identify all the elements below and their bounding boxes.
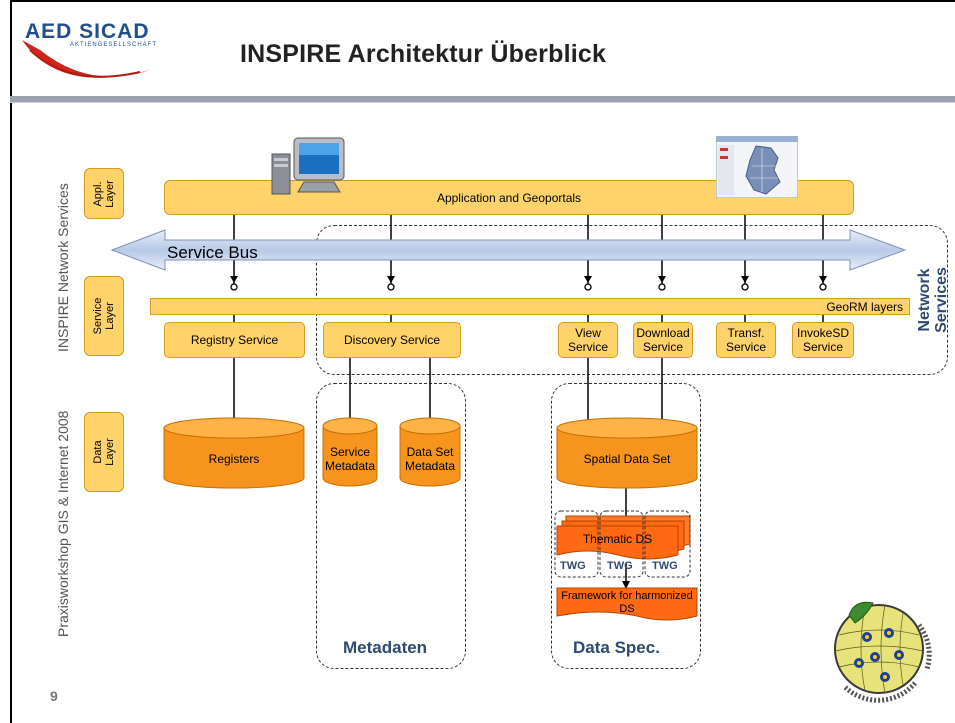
header-divider bbox=[10, 96, 955, 102]
header-divider-thin bbox=[10, 102, 955, 103]
discovery-service-box: Discovery Service bbox=[323, 322, 461, 358]
service-metadata-cylinder: Service Metadata bbox=[324, 445, 376, 473]
invokesd-service-box: InvokeSD Service bbox=[792, 322, 854, 358]
data-layer-box: Data Layer bbox=[84, 412, 124, 492]
dataset-metadata-cylinder: Data Set Metadata bbox=[404, 445, 456, 473]
service-layer-box: Service Layer bbox=[84, 276, 124, 356]
georm-label: GeoRM layers bbox=[826, 300, 903, 314]
appl-layer-box: Appl. Layer bbox=[84, 168, 124, 219]
computer-icon bbox=[271, 137, 345, 195]
logo-subtext: AKTIENGESELLSCHAFT bbox=[70, 42, 158, 48]
registers-cylinder: Registers bbox=[208, 452, 260, 466]
logo-text: AED SICAD bbox=[25, 20, 150, 43]
map-portal-icon bbox=[716, 136, 798, 198]
page-title: INSPIRE Architektur Überblick bbox=[240, 40, 607, 68]
view-service-box: View Service bbox=[558, 322, 618, 358]
twg-label-2: TWG bbox=[607, 560, 633, 572]
dataspec-group bbox=[551, 383, 701, 669]
twg-label-1: TWG bbox=[560, 560, 586, 572]
thematic-ds-doc: Thematic DS bbox=[582, 532, 653, 546]
registry-service-box: Registry Service bbox=[164, 322, 305, 358]
metadaten-group bbox=[316, 383, 466, 669]
service-bus-arrow bbox=[110, 229, 907, 271]
framework-doc: Framework for harmonized DS bbox=[561, 590, 693, 615]
page-number: 9 bbox=[50, 688, 58, 704]
frame-left bbox=[10, 0, 12, 723]
spatial-dataset-cylinder: Spatial Data Set bbox=[583, 452, 671, 466]
georm-layers-bar: GeoRM layers bbox=[150, 298, 910, 315]
transf-service-box: Transf. Service bbox=[716, 322, 776, 358]
frame-top bbox=[10, 0, 955, 2]
logo-swoosh-icon bbox=[22, 40, 150, 78]
service-bus-label: Service Bus bbox=[167, 243, 258, 262]
network-services-label: Network Services bbox=[916, 267, 950, 333]
network-services-label-box: Network Services bbox=[913, 245, 953, 355]
download-service-box: Download Service bbox=[633, 322, 693, 358]
inspire-badge-icon bbox=[834, 601, 932, 703]
dataspec-label: Data Spec. bbox=[573, 638, 660, 657]
metadaten-label: Metadaten bbox=[343, 638, 428, 657]
twg-label-3: TWG bbox=[652, 560, 678, 572]
